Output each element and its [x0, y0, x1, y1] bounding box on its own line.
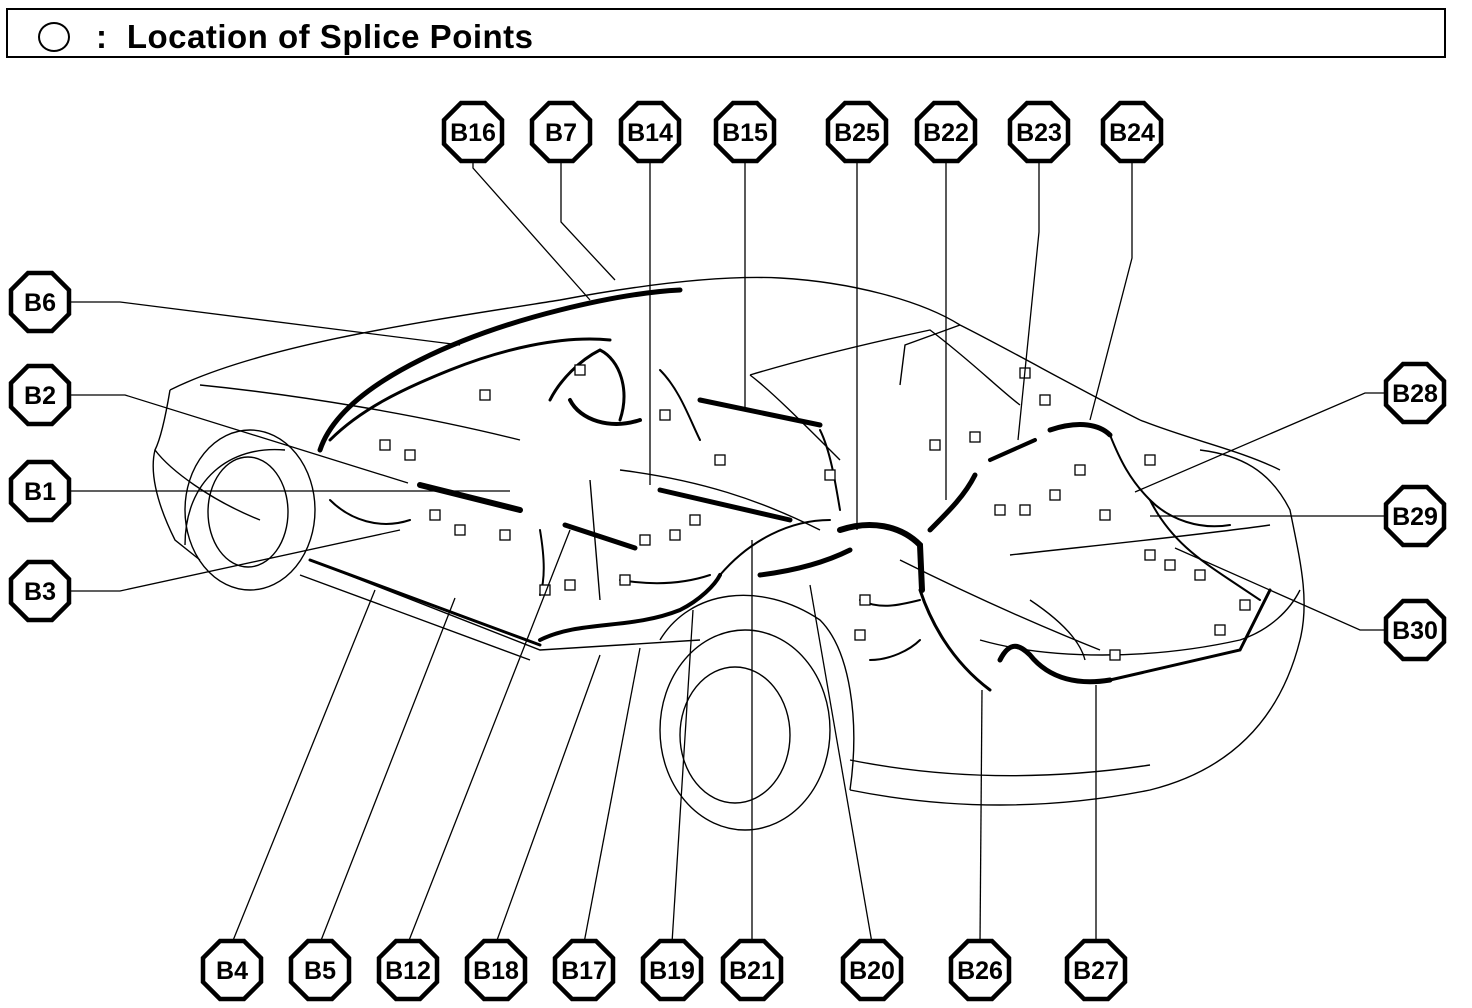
page-title: : Location of Splice Points — [96, 18, 534, 55]
splice-circle-icon — [38, 22, 70, 52]
label-b2-text: B2 — [24, 382, 56, 410]
label-b29: B29 — [1383, 484, 1447, 548]
label-b4-text: B4 — [216, 957, 248, 985]
label-b25-text: B25 — [834, 119, 880, 147]
label-b21: B21 — [720, 938, 784, 1002]
label-b29-text: B29 — [1392, 503, 1438, 531]
label-b5: B5 — [288, 938, 352, 1002]
label-b24-text: B24 — [1109, 119, 1155, 147]
label-b4: B4 — [200, 938, 264, 1002]
label-b1-text: B1 — [24, 478, 56, 506]
label-b2: B2 — [8, 363, 72, 427]
label-b22-text: B22 — [923, 119, 969, 147]
label-b16-text: B16 — [450, 119, 496, 147]
label-b14: B14 — [618, 100, 682, 164]
label-b18-text: B18 — [473, 957, 519, 985]
label-b27: B27 — [1064, 938, 1128, 1002]
label-b26: B26 — [948, 938, 1012, 1002]
car-body-outline — [152, 276, 1305, 831]
label-b17-text: B17 — [561, 957, 607, 985]
label-b5-text: B5 — [304, 957, 336, 985]
label-b15: B15 — [713, 100, 777, 164]
label-b30: B30 — [1383, 598, 1447, 662]
label-b16: B16 — [441, 100, 505, 164]
label-b14-text: B14 — [627, 119, 673, 147]
header-bar: : Location of Splice Points — [6, 8, 1446, 58]
label-b24: B24 — [1100, 100, 1164, 164]
label-b23: B23 — [1007, 100, 1071, 164]
label-b1: B1 — [8, 459, 72, 523]
label-b15-text: B15 — [722, 119, 768, 147]
wire-harness — [308, 287, 1272, 692]
label-b27-text: B27 — [1073, 957, 1119, 985]
label-b6-text: B6 — [24, 289, 56, 317]
label-b20: B20 — [840, 938, 904, 1002]
label-b21-text: B21 — [729, 957, 775, 985]
label-b23-text: B23 — [1016, 119, 1062, 147]
label-b7-text: B7 — [545, 119, 577, 147]
label-b12-text: B12 — [385, 957, 431, 985]
label-b19: B19 — [640, 938, 704, 1002]
leader-lines — [69, 161, 1387, 944]
label-b12: B12 — [376, 938, 440, 1002]
label-b3: B3 — [8, 559, 72, 623]
label-b26-text: B26 — [957, 957, 1003, 985]
label-b6: B6 — [8, 270, 72, 334]
label-b18: B18 — [464, 938, 528, 1002]
label-b17: B17 — [552, 938, 616, 1002]
label-b19-text: B19 — [649, 957, 695, 985]
label-b20-text: B20 — [849, 957, 895, 985]
label-b3-text: B3 — [24, 578, 56, 606]
label-b30-text: B30 — [1392, 617, 1438, 645]
label-b28: B28 — [1383, 361, 1447, 425]
label-b22: B22 — [914, 100, 978, 164]
label-b25: B25 — [825, 100, 889, 164]
label-b7: B7 — [529, 100, 593, 164]
label-b28-text: B28 — [1392, 380, 1438, 408]
